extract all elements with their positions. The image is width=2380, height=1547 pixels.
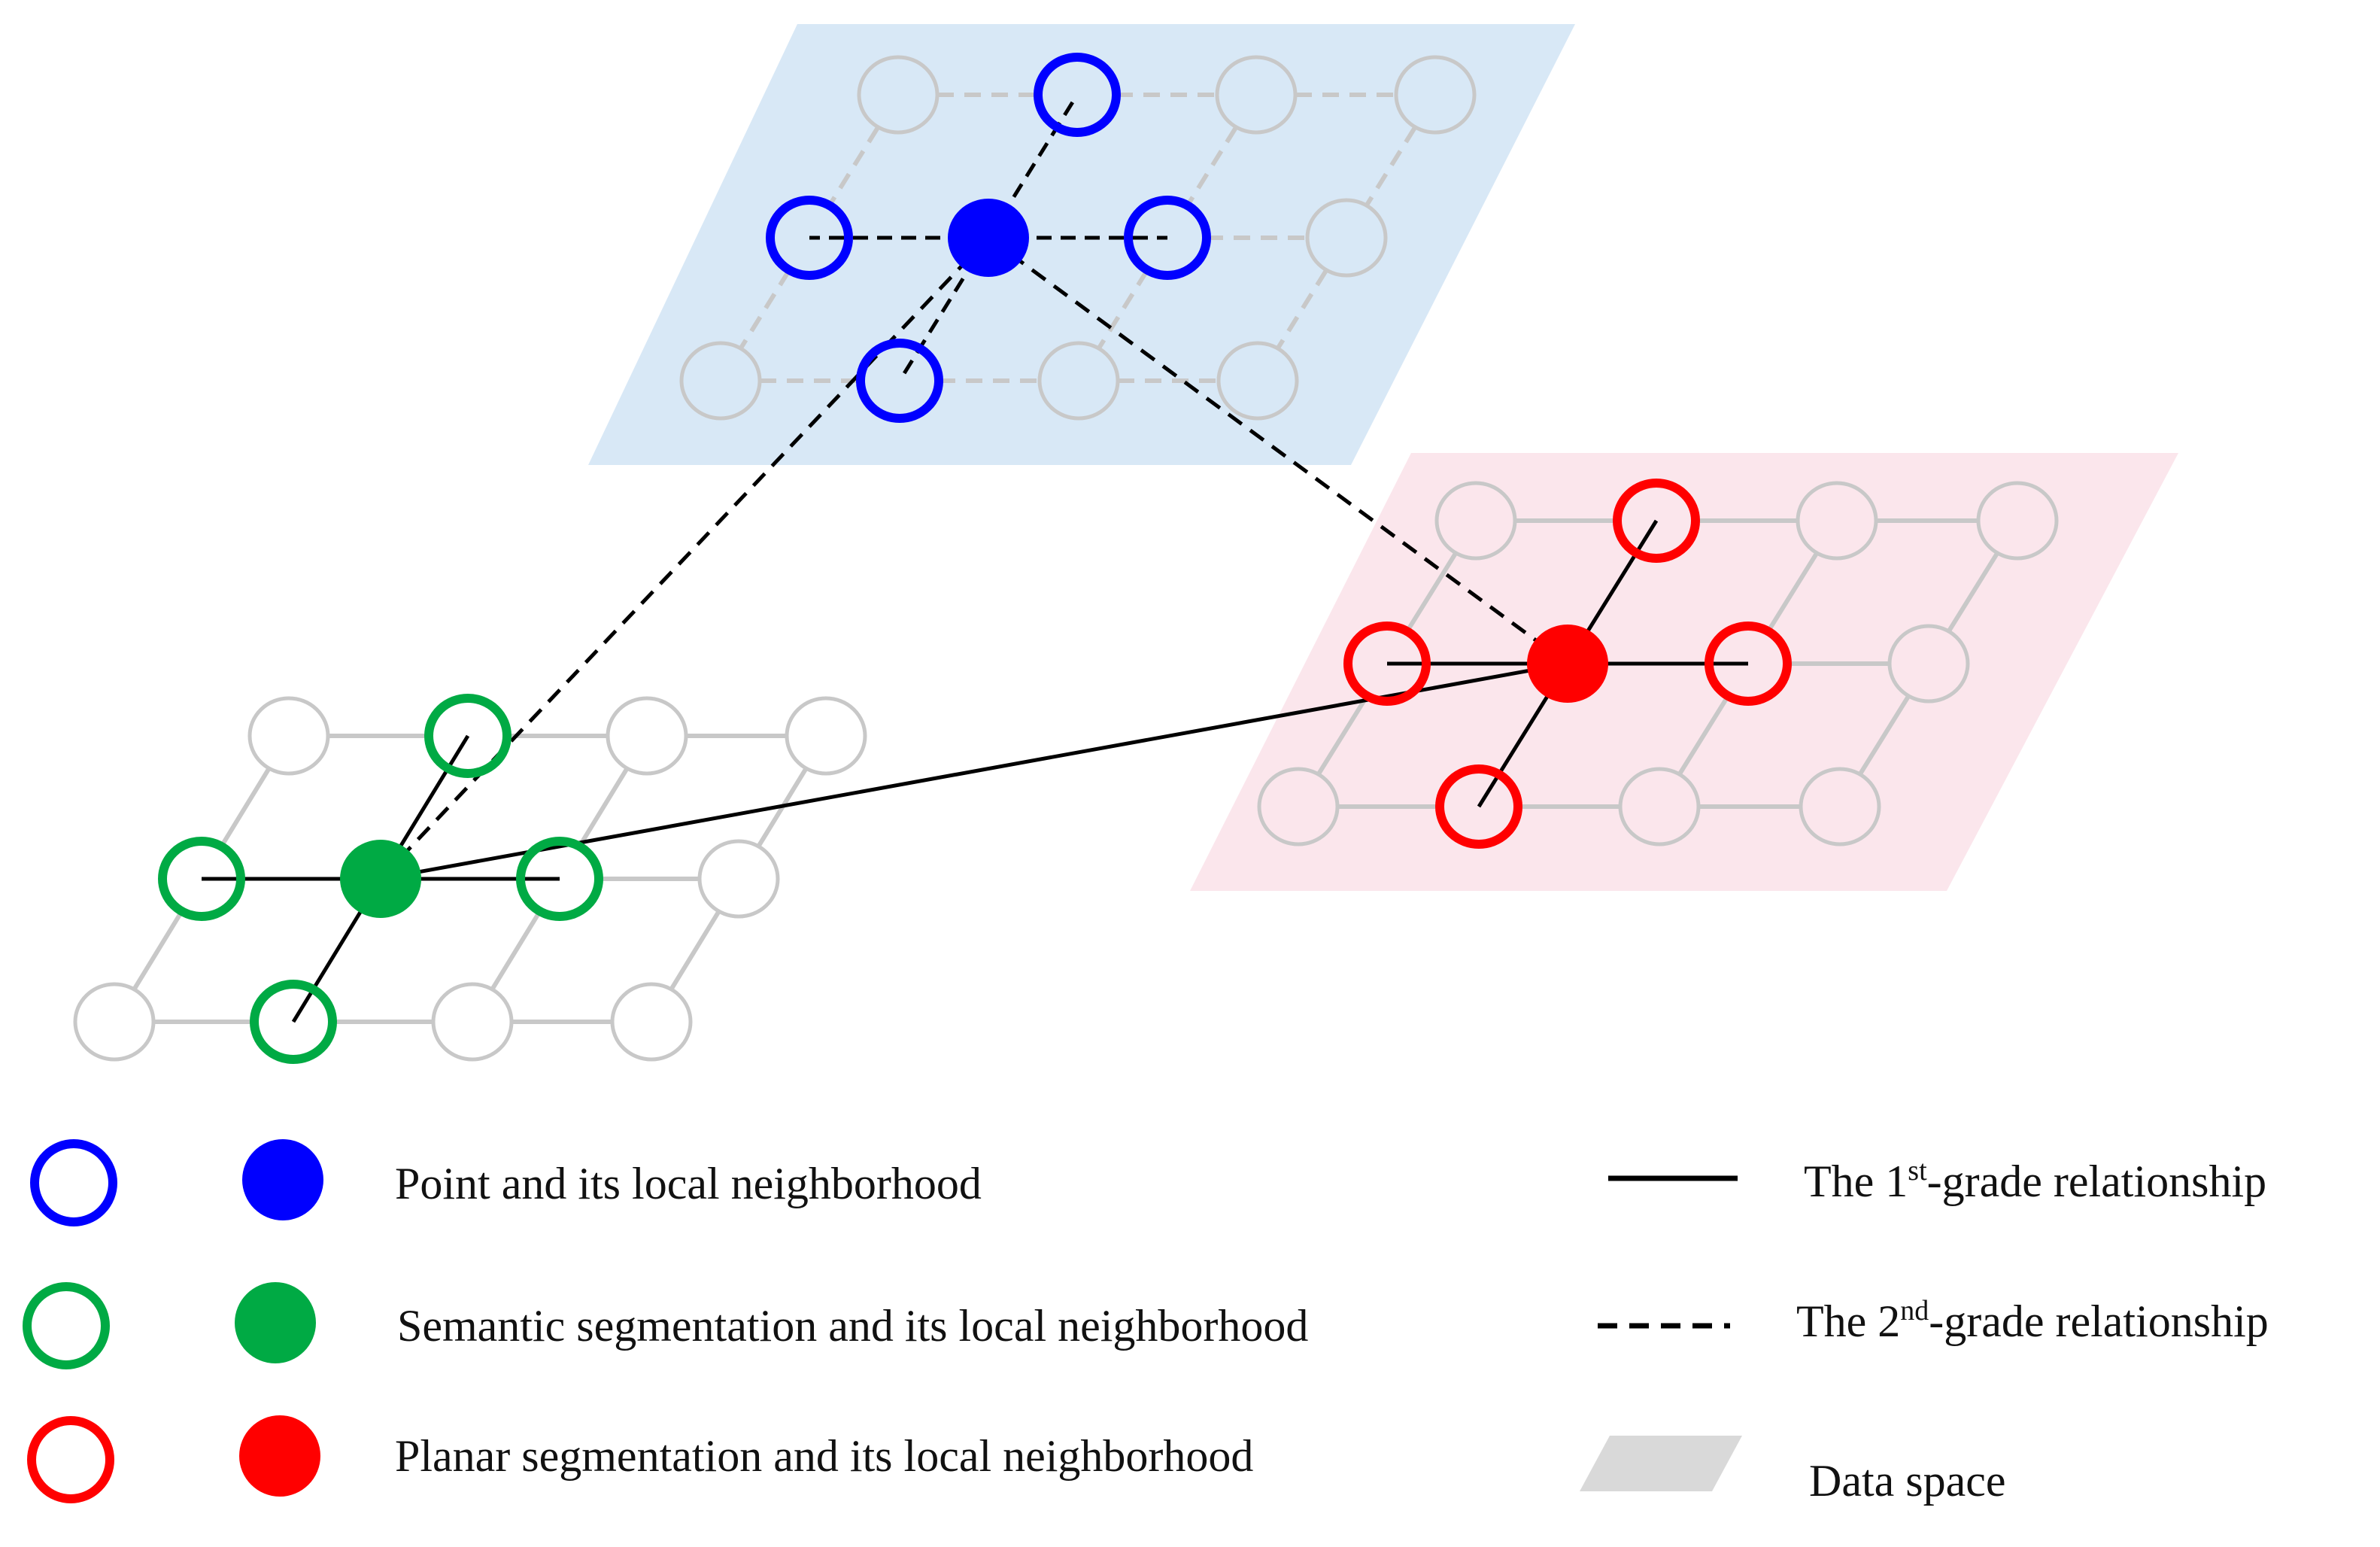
- planar-center-node: [1527, 625, 1608, 703]
- point-grid-edge: [1097, 269, 1149, 349]
- point-center-node: [948, 199, 1029, 277]
- semantic-grid-edge: [132, 910, 184, 990]
- point-grid-node: [1305, 198, 1388, 278]
- semantic-neighbor-node: [516, 837, 603, 921]
- legend-point-neighbor-icon: [30, 1139, 117, 1226]
- point-grid-edge: [827, 126, 880, 206]
- semantic-grid-edge: [490, 910, 542, 990]
- point-grid-node: [679, 341, 762, 421]
- node-layer: [73, 53, 2059, 1064]
- semantic-grid-node: [606, 696, 688, 776]
- legend-second-grade-suffix: -grade relationship: [1929, 1296, 2269, 1346]
- planar-grid-edge: [1947, 552, 1999, 632]
- point-neighbor-node: [1124, 196, 1211, 280]
- grid-edge-layer: [132, 93, 1999, 1024]
- legend-first-grade-prefix: The 1: [1804, 1156, 1908, 1206]
- planar-neighbor-node: [1343, 622, 1431, 706]
- semantic-grid-edge: [669, 910, 721, 990]
- semantic-grid-node: [697, 839, 780, 919]
- planar-grid-edge: [1677, 695, 1730, 775]
- planar-neighbor-node: [1705, 622, 1792, 706]
- legend-planar-center-icon: [239, 1415, 320, 1497]
- semantic-neighbor-node: [158, 837, 245, 921]
- semantic-neighbor-node: [250, 980, 337, 1064]
- legend-point-label: Point and its local neighborhood: [395, 1159, 982, 1208]
- legend-point-center-icon: [242, 1139, 323, 1220]
- point-grid-edge: [1276, 269, 1328, 349]
- legend: Point and its local neighborhood Semanti…: [23, 1139, 2269, 1506]
- semantic-grid-node: [785, 696, 867, 776]
- semantic-neighbor-node: [424, 694, 512, 778]
- planar-grid-node: [1257, 767, 1340, 846]
- point-data-space: [588, 24, 1575, 465]
- planar-grid-edge: [1766, 552, 1819, 632]
- planar-data-space: [1190, 453, 2178, 891]
- point-grid-node: [1216, 341, 1299, 421]
- planar-grid-node: [1796, 481, 1878, 561]
- legend-data-space-label: Data space: [1809, 1456, 2006, 1506]
- semantic-grid-node: [247, 696, 330, 776]
- point-neighbor-node: [766, 196, 853, 280]
- legend-second-grade-sup: nd: [1900, 1295, 1929, 1327]
- legend-planar-label: Planar segmentation and its local neighb…: [395, 1431, 1253, 1481]
- point-grid-edge: [739, 269, 791, 349]
- semantic-grid-edge: [578, 767, 629, 847]
- point-grid-node: [1394, 55, 1477, 135]
- point-grid-node: [1037, 341, 1120, 421]
- point-neighbor-node: [856, 339, 943, 423]
- legend-data-space-icon: [1580, 1436, 1742, 1491]
- legend-first-grade-label: The 1st-grade relationship: [1804, 1155, 2266, 1206]
- point-grid-edge: [1185, 126, 1238, 206]
- planar-grid-node: [1799, 767, 1881, 846]
- legend-first-grade-sup: st: [1908, 1155, 1927, 1187]
- second-grade-point-planar-relationship: [987, 236, 1569, 666]
- planar-grid-edge: [1316, 695, 1369, 775]
- point-grid-edge: [1365, 126, 1417, 206]
- point-grid-node: [1215, 55, 1298, 135]
- semantic-grid-node: [73, 982, 156, 1062]
- legend-semantic-neighbor-icon: [23, 1282, 110, 1369]
- planar-grid-node: [1434, 481, 1517, 561]
- data-space-layer: [588, 24, 2178, 891]
- legend-second-grade-label: The 2nd-grade relationship: [1796, 1295, 2269, 1346]
- semantic-grid-node: [431, 982, 514, 1062]
- planar-grid-node: [1976, 481, 2059, 561]
- planar-grid-edge: [1405, 552, 1458, 632]
- planar-grid-node: [1887, 624, 1970, 704]
- legend-semantic-center-icon: [235, 1282, 316, 1363]
- semantic-center-node: [340, 840, 421, 918]
- planar-grid-node: [1618, 767, 1701, 846]
- legend-second-grade-prefix: The 2: [1796, 1296, 1900, 1346]
- point-grid-node: [857, 55, 940, 135]
- semantic-grid-node: [610, 982, 693, 1062]
- planar-neighbor-node: [1613, 479, 1700, 563]
- semantic-grid-edge: [220, 767, 271, 847]
- planar-grid-edge: [1858, 695, 1911, 775]
- legend-semantic-label: Semantic segmentation and its local neig…: [397, 1301, 1308, 1351]
- planar-neighbor-node: [1435, 764, 1522, 849]
- point-neighbor-node: [1034, 53, 1121, 137]
- legend-first-grade-suffix: -grade relationship: [1927, 1156, 2267, 1206]
- legend-planar-neighbor-icon: [27, 1416, 114, 1503]
